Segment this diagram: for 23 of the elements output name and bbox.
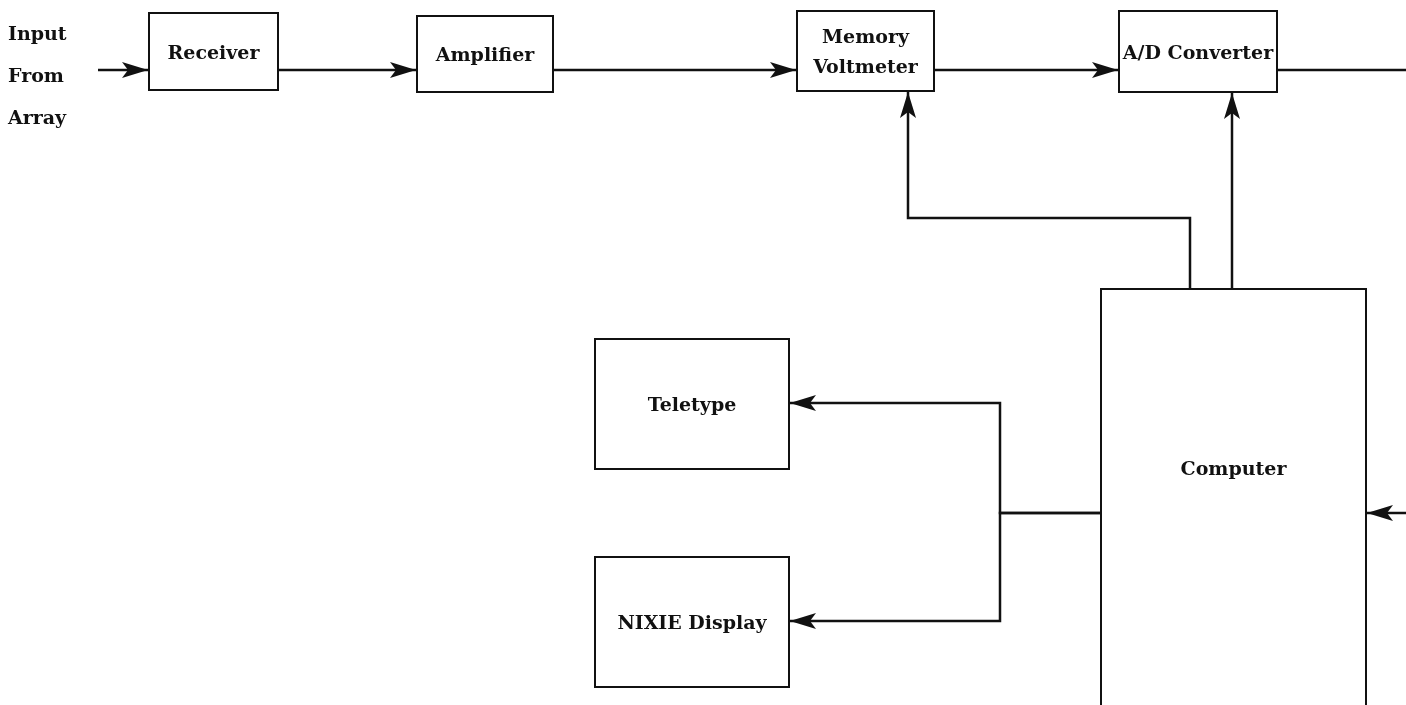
box-label: Amplifier bbox=[435, 42, 535, 67]
box-label: NIXIE Display bbox=[617, 610, 767, 635]
process-box bbox=[148, 12, 279, 91]
arrow bbox=[279, 62, 416, 78]
arrow bbox=[98, 62, 148, 78]
output-device-box bbox=[594, 338, 790, 470]
arrow bbox=[790, 511, 1100, 629]
process-box bbox=[796, 10, 935, 92]
process-box bbox=[1118, 10, 1278, 93]
arrow bbox=[900, 92, 1192, 288]
input-label: Input From Array bbox=[8, 21, 68, 130]
arrow bbox=[1367, 505, 1406, 521]
box-label: A/D Converter bbox=[1122, 39, 1274, 65]
arrow bbox=[1224, 93, 1240, 288]
process-box bbox=[416, 15, 554, 93]
box-label: Memory Voltmeter bbox=[812, 24, 919, 79]
computer-box bbox=[1100, 288, 1367, 705]
arrow bbox=[554, 62, 796, 78]
box-label: Receiver bbox=[167, 39, 260, 65]
box-label: Teletype bbox=[647, 392, 737, 417]
box-label: Computer bbox=[1180, 456, 1287, 481]
display-box bbox=[594, 556, 790, 688]
arrow bbox=[935, 62, 1118, 78]
